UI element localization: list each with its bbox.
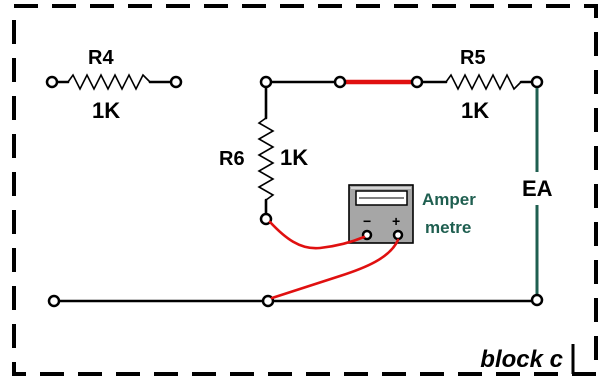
bottom-middle-terminal[interactable]: [261, 294, 275, 308]
jumper-left-terminal[interactable]: [333, 75, 347, 89]
r4-name-label: R4: [88, 47, 114, 69]
bottom-right-terminal[interactable]: [530, 293, 544, 307]
ammeter-plus-sign: +: [392, 213, 400, 229]
r6-bottom-terminal[interactable]: [259, 212, 273, 226]
r5-right-terminal[interactable]: [530, 75, 544, 89]
ammeter-plus-terminal[interactable]: [392, 229, 404, 241]
r4-left-terminal[interactable]: [45, 75, 59, 89]
top-left-node-terminal[interactable]: [259, 75, 273, 89]
resistor-r4[interactable]: [53, 73, 174, 91]
bottom-left-terminal[interactable]: [47, 294, 61, 308]
red-wire-r6-to-ammeter-minus[interactable]: [268, 220, 366, 250]
block-border: [12, 4, 598, 376]
ammeter-label-line2: metre: [425, 218, 471, 237]
block-label: block c: [480, 346, 563, 373]
ammeter-body-highlight: [351, 187, 411, 189]
r6-name-label: R6: [219, 148, 245, 170]
ea-label: EA: [522, 176, 553, 201]
r5-value-label: 1K: [461, 98, 489, 123]
ammeter-minus-sign: −: [363, 213, 371, 229]
resistor-r6[interactable]: [257, 85, 275, 217]
red-wire-ammeter-plus-to-bottom[interactable]: [270, 238, 400, 300]
resistor-r5[interactable]: [418, 73, 534, 91]
r4-right-terminal[interactable]: [169, 75, 183, 89]
r5-left-terminal[interactable]: [410, 75, 424, 89]
r6-value-label: 1K: [280, 145, 308, 170]
r4-value-label: 1K: [92, 98, 120, 123]
r5-name-label: R5: [460, 47, 486, 69]
ammeter[interactable]: − +: [348, 184, 414, 244]
ammeter-label-line1: Amper: [422, 190, 476, 209]
